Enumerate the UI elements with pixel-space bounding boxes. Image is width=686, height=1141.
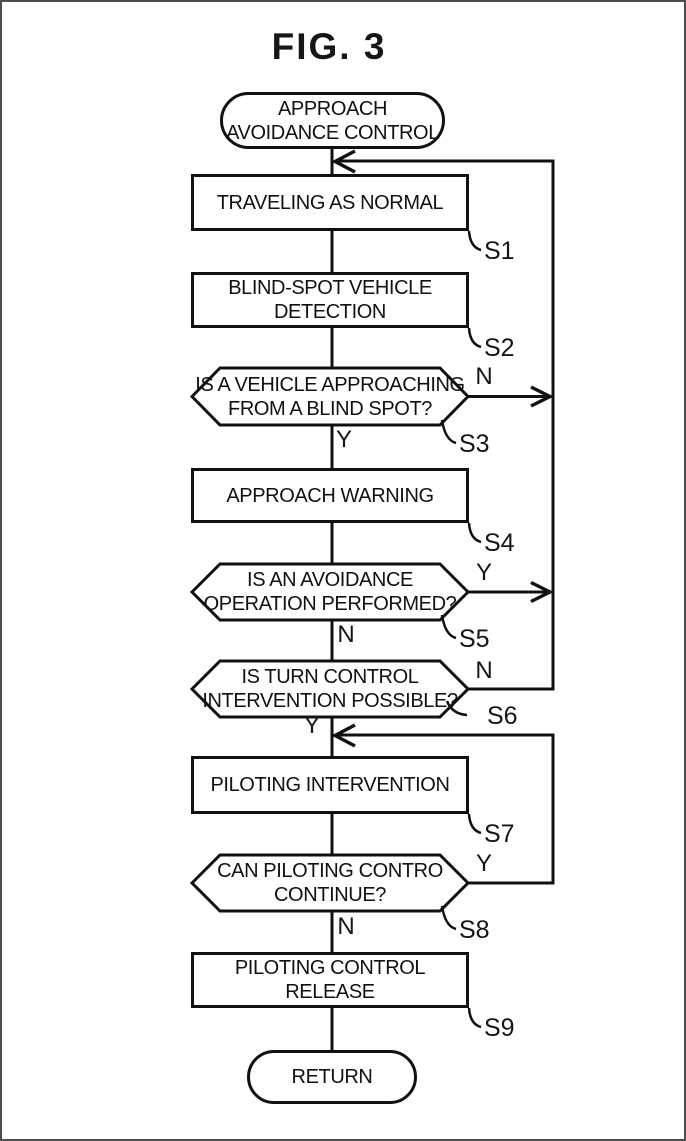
start-label-line1: APPROACH [277,97,388,120]
leader-s1 [467,230,482,252]
leader-s8 [440,905,457,931]
step-label-s5: S5 [459,625,490,653]
step-label-s6: S6 [487,702,518,730]
node-s8-outline [189,853,471,913]
step-label-s9: S9 [484,1014,515,1042]
branch-label-s8-yes: Y [475,850,492,877]
s3-label-line1: IS A VEHICLE APPROACHING [195,373,465,396]
s6-label-line1: IS TURN CONTROL [241,666,419,688]
node-s6-decision: IS TURN CONTROL INTERVENTION POSSIBLE? [192,661,468,717]
branch-label-s3-no: N [475,363,493,390]
step-label-s8: S8 [459,916,490,944]
s3-label-line2: FROM A BLIND SPOT? [228,397,432,420]
step-label-s4: S4 [484,529,515,557]
s6-label-line2: INTERVENTION POSSIBLE? [202,690,458,712]
node-s3-decision: IS A VEHICLE APPROACHING FROM A BLIND SP… [192,368,468,425]
node-s7-process: PILOTING INTERVENTION [191,756,469,814]
node-start-terminal: APPROACH AVOIDANCE CONTROL [220,92,445,149]
s8-label-line2: CONTINUE? [274,884,386,906]
leader-s9 [467,1007,482,1029]
node-s1-process: TRAVELING AS NORMAL [191,174,469,231]
leader-s2 [467,327,482,349]
branch-label-s5-yes: Y [475,559,492,586]
start-label-line2: AVOIDANCE CONTROL [226,121,439,144]
feedback-rail-2 [336,733,555,885]
step-label-s2: S2 [484,334,515,362]
node-s9-process: PILOTING CONTROL RELEASE [191,952,469,1008]
s9-label-line2: RELEASE [285,981,375,1003]
branch-label-s5-no: N [337,621,355,648]
node-s6-outline [189,659,471,719]
s7-label: PILOTING INTERVENTION [210,774,450,796]
s8-label-line1: CAN PILOTING CONTRO [217,860,443,882]
leader-s5 [440,614,457,640]
step-leader-lines [440,230,482,1029]
node-s5-outline [189,562,471,622]
s2-label-line2: DETECTION [274,301,386,323]
return-label: RETURN [291,1066,373,1088]
branch-label-s6-no: N [475,657,493,684]
s2-label-line1: BLIND-SPOT VEHICLE [228,277,432,299]
node-s5-decision: IS AN AVOIDANCE OPERATION PERFORMED? [192,564,468,620]
branch-label-s3-yes: Y [335,426,352,453]
step-label-s7: S7 [484,820,515,848]
s9-label-line1: PILOTING CONTROL [234,957,426,979]
s4-label: APPROACH WARNING [226,484,434,507]
branch-label-s8-no: N [337,913,355,940]
leader-s6 [445,700,468,717]
s1-label: TRAVELING AS NORMAL [216,191,444,214]
node-s2-process: BLIND-SPOT VEHICLE DETECTION [191,272,469,328]
node-return-terminal: RETURN [247,1050,417,1104]
decision-outlines [189,366,471,913]
node-s8-decision: CAN PILOTING CONTRO CONTINUE? [192,855,468,911]
leader-s3 [440,419,457,445]
step-label-s1: S1 [484,237,515,265]
node-s3-outline [189,366,471,427]
s5-label-line2: OPERATION PERFORMED? [203,593,457,615]
node-s4-process: APPROACH WARNING [191,468,469,523]
step-label-s3: S3 [459,430,490,458]
leader-s7 [467,813,482,835]
leader-s4 [467,522,482,544]
feedback-rail-1 [336,159,555,691]
branch-label-s6-yes: Y [303,712,320,739]
arrowheads [331,149,554,748]
figure-title: FIG. 3 [271,26,387,67]
s5-label-line1: IS AN AVOIDANCE [247,569,413,591]
